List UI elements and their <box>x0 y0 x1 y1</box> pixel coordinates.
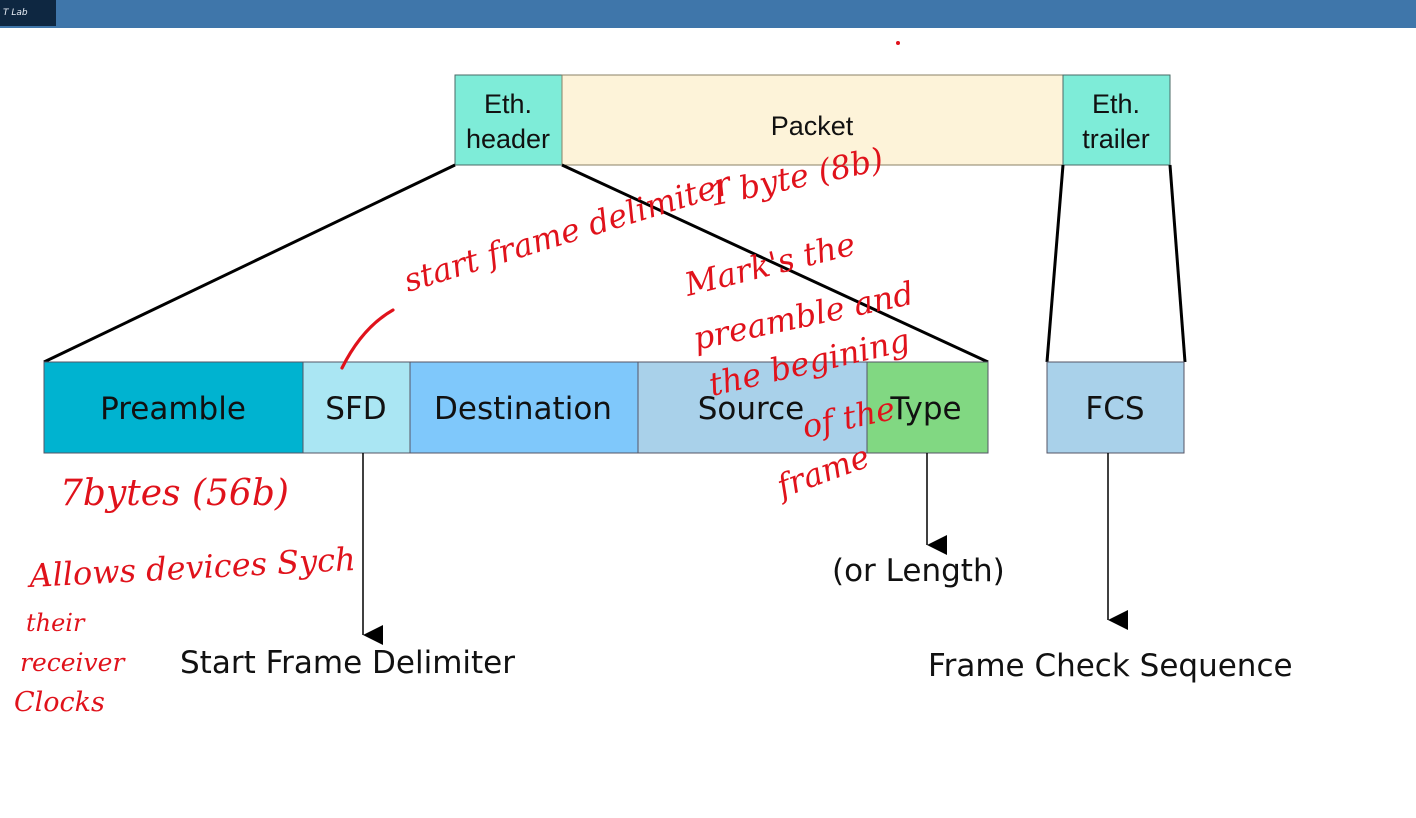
eth-header-box <box>454 74 563 166</box>
type-label: Type <box>889 391 961 427</box>
fcs-label: FCS <box>1085 391 1144 427</box>
preamble-note-1: Allows devices Sych <box>25 540 356 595</box>
eth-header-label-1: Eth. <box>484 89 532 119</box>
source-label: Source <box>698 391 804 427</box>
fcs-caption: Frame Check Sequence <box>928 648 1293 684</box>
expansion-line-trailer-right <box>1168 164 1187 363</box>
preamble-note-4: Clocks <box>14 687 105 718</box>
type-field <box>866 361 989 454</box>
fcs-field <box>1046 361 1185 454</box>
expansion-line-trailer-left <box>1045 164 1065 363</box>
preamble-label: Preamble <box>100 391 246 427</box>
preamble-note-2: their <box>26 609 86 637</box>
sfd-caption: Start Frame Delimiter <box>180 645 515 681</box>
preamble-size-note: 7bytes (56b) <box>60 473 289 514</box>
sfd-label: SFD <box>325 391 386 427</box>
logo: T Lab <box>0 0 56 26</box>
eth-header-label-2: header <box>466 124 550 154</box>
packet-box <box>561 74 1064 166</box>
preamble-field <box>43 361 304 454</box>
eth-trailer-box <box>1062 74 1171 166</box>
expansion-line-header-left <box>43 163 456 364</box>
logo-text: T Lab <box>3 8 28 18</box>
destination-label: Destination <box>434 391 612 427</box>
type-caption: (or Length) <box>832 553 1005 589</box>
ink-dot <box>896 41 900 45</box>
title-bar: T Lab <box>0 0 1416 28</box>
sfd-field <box>302 361 411 454</box>
eth-trailer-label-2: trailer <box>1082 124 1150 154</box>
expansion-line-header-right <box>561 163 989 364</box>
packet-label: Packet <box>771 111 854 141</box>
preamble-note-3: receiver <box>20 648 126 677</box>
source-field <box>637 361 868 454</box>
sfd-pointer-stroke <box>340 308 395 370</box>
eth-trailer-label-1: Eth. <box>1092 89 1140 119</box>
destination-field <box>409 361 639 454</box>
